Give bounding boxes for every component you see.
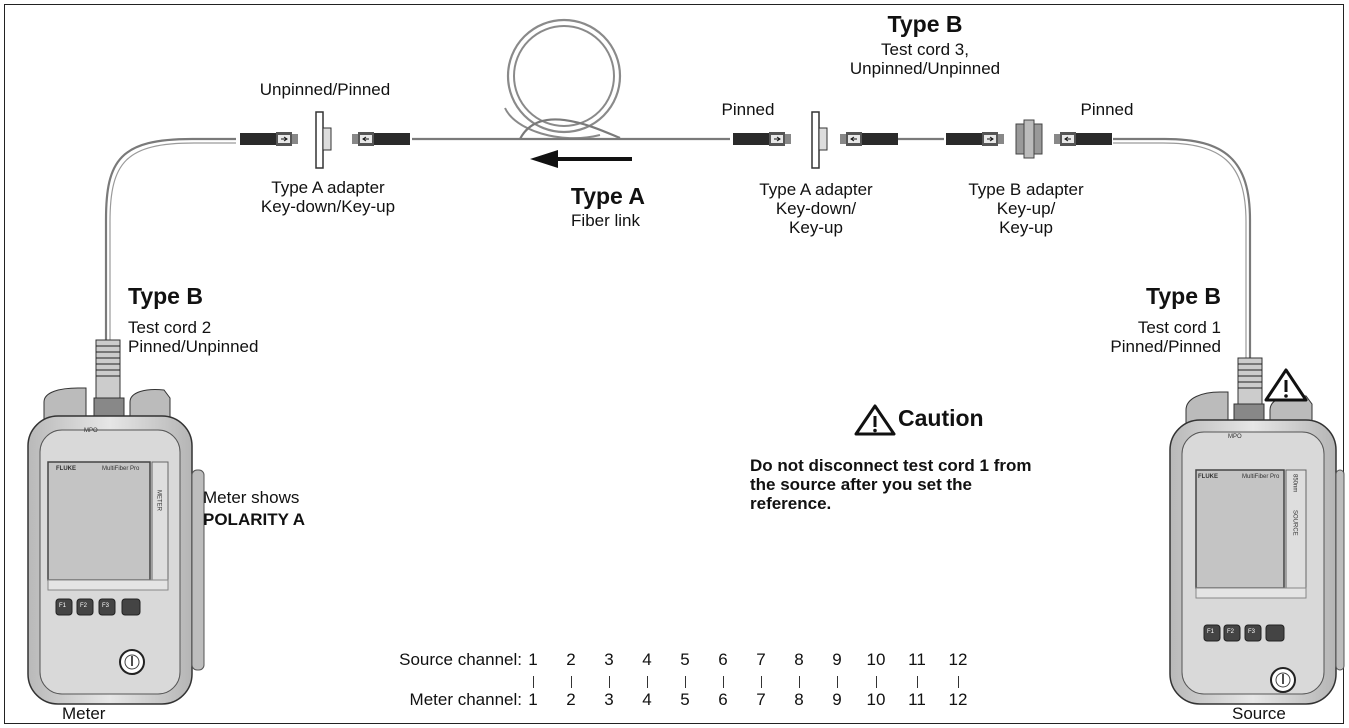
channel-link-3 — [609, 676, 610, 688]
source-channel-9: 9 — [832, 650, 842, 669]
meter-key-f2: F2 — [80, 603, 88, 609]
source-channel-10: 10 — [866, 650, 886, 669]
meter-side-label: METER — [155, 490, 162, 511]
channel-link-8 — [799, 676, 800, 688]
source-channel-2: 2 — [566, 650, 576, 669]
meter-channel-3: 3 — [604, 690, 614, 709]
channel-link-1 — [533, 676, 534, 688]
adapter-3-caption: Type B adapter Key-up/ Key-up — [968, 180, 1084, 238]
source-channel-5: 5 — [680, 650, 690, 669]
fiber-link-caption: Fiber link — [571, 211, 640, 230]
source-channel-11: 11 — [908, 650, 926, 669]
meter-device — [27, 339, 205, 705]
meter-channel-5: 5 — [680, 690, 690, 709]
channel-link-5 — [685, 676, 686, 688]
meter-channel-7: 7 — [756, 690, 766, 709]
fiber-coil — [504, 18, 622, 140]
channel-link-10 — [876, 676, 877, 688]
source-channel-6: 6 — [718, 650, 728, 669]
source-wavelength: 850nm — [1291, 474, 1298, 493]
meter-channel-4: 4 — [642, 690, 652, 709]
meter-channel-12: 12 — [948, 690, 968, 709]
source-channel-8: 8 — [794, 650, 804, 669]
meter-key-f1: F1 — [59, 603, 67, 609]
channel-link-11 — [917, 676, 918, 688]
meter-channel-10: 10 — [866, 690, 886, 709]
source-key-f2: F2 — [1227, 629, 1235, 635]
meter-channel-2: 2 — [566, 690, 576, 709]
meter-channel-8: 8 — [794, 690, 804, 709]
diagram-border — [4, 4, 1344, 724]
source-channel-3: 3 — [604, 650, 614, 669]
channel-link-6 — [723, 676, 724, 688]
source-device — [1169, 357, 1345, 705]
adapter-2 — [732, 111, 899, 169]
warning-icon — [1264, 368, 1308, 402]
meter-model: MultiFiber Pro — [102, 466, 140, 472]
meter-key-f3: F3 — [102, 603, 110, 609]
direction-arrow — [530, 150, 632, 168]
caution-text: Do not disconnect test cord 1 from the s… — [750, 456, 1032, 514]
test-cord-3-caption: Test cord 3, Unpinned/Unpinned — [849, 40, 1001, 79]
test-cord-2-type: Type B — [128, 283, 203, 309]
meter-port-label: MPO — [84, 428, 98, 434]
pinned-right-label: Pinned — [1080, 100, 1134, 119]
meter-channel-label: Meter channel: — [409, 690, 522, 709]
meter-channel-11: 11 — [908, 690, 926, 709]
source-channel-7: 7 — [756, 650, 766, 669]
adapter-1-pin-label: Unpinned/Pinned — [259, 80, 391, 99]
meter-caption: Meter — [62, 704, 106, 723]
test-cord-1-type: Type B — [1146, 283, 1221, 309]
meter-channel-1: 1 — [528, 690, 538, 709]
source-port-label: MPO — [1228, 434, 1242, 440]
pinned-left-label: Pinned — [721, 100, 775, 119]
fiber-link-type: Type A — [570, 183, 645, 209]
channel-link-2 — [571, 676, 572, 688]
source-caption: Source — [1232, 704, 1286, 723]
source-channel-4: 4 — [642, 650, 652, 669]
channel-link-7 — [761, 676, 762, 688]
meter-channel-9: 9 — [832, 690, 842, 709]
adapter-1 — [239, 111, 411, 169]
meter-brand: FLUKE — [56, 466, 76, 472]
caution-warning-icon — [854, 404, 896, 436]
test-cord-3-type: Type B — [887, 11, 963, 37]
source-channel-1: 1 — [528, 650, 538, 669]
test-cord-1-caption: Test cord 1 Pinned/Pinned — [1110, 318, 1221, 357]
source-key-f3: F3 — [1248, 629, 1256, 635]
caution-title: Caution — [898, 405, 984, 431]
adapter-3 — [945, 119, 1113, 159]
source-side-label: SOURCE — [1291, 510, 1298, 536]
source-channel-label: Source channel: — [399, 650, 522, 669]
source-channel-12: 12 — [948, 650, 968, 669]
test-cord-2-caption: Test cord 2 Pinned/Unpinned — [128, 318, 259, 357]
adapter-2-caption: Type A adapter Key-down/ Key-up — [759, 180, 873, 238]
source-key-f1: F1 — [1207, 629, 1215, 635]
source-model: MultiFiber Pro — [1242, 474, 1280, 480]
cables — [104, 118, 1252, 360]
channel-link-12 — [958, 676, 959, 688]
source-brand: FLUKE — [1198, 474, 1218, 480]
meter-channel-6: 6 — [718, 690, 728, 709]
channel-link-9 — [837, 676, 838, 688]
meter-polarity-value: POLARITY A — [203, 510, 306, 529]
channel-link-4 — [647, 676, 648, 688]
meter-shows-label: Meter shows — [203, 488, 300, 507]
adapter-1-caption: Type A adapter Key-down/Key-up — [260, 178, 396, 217]
